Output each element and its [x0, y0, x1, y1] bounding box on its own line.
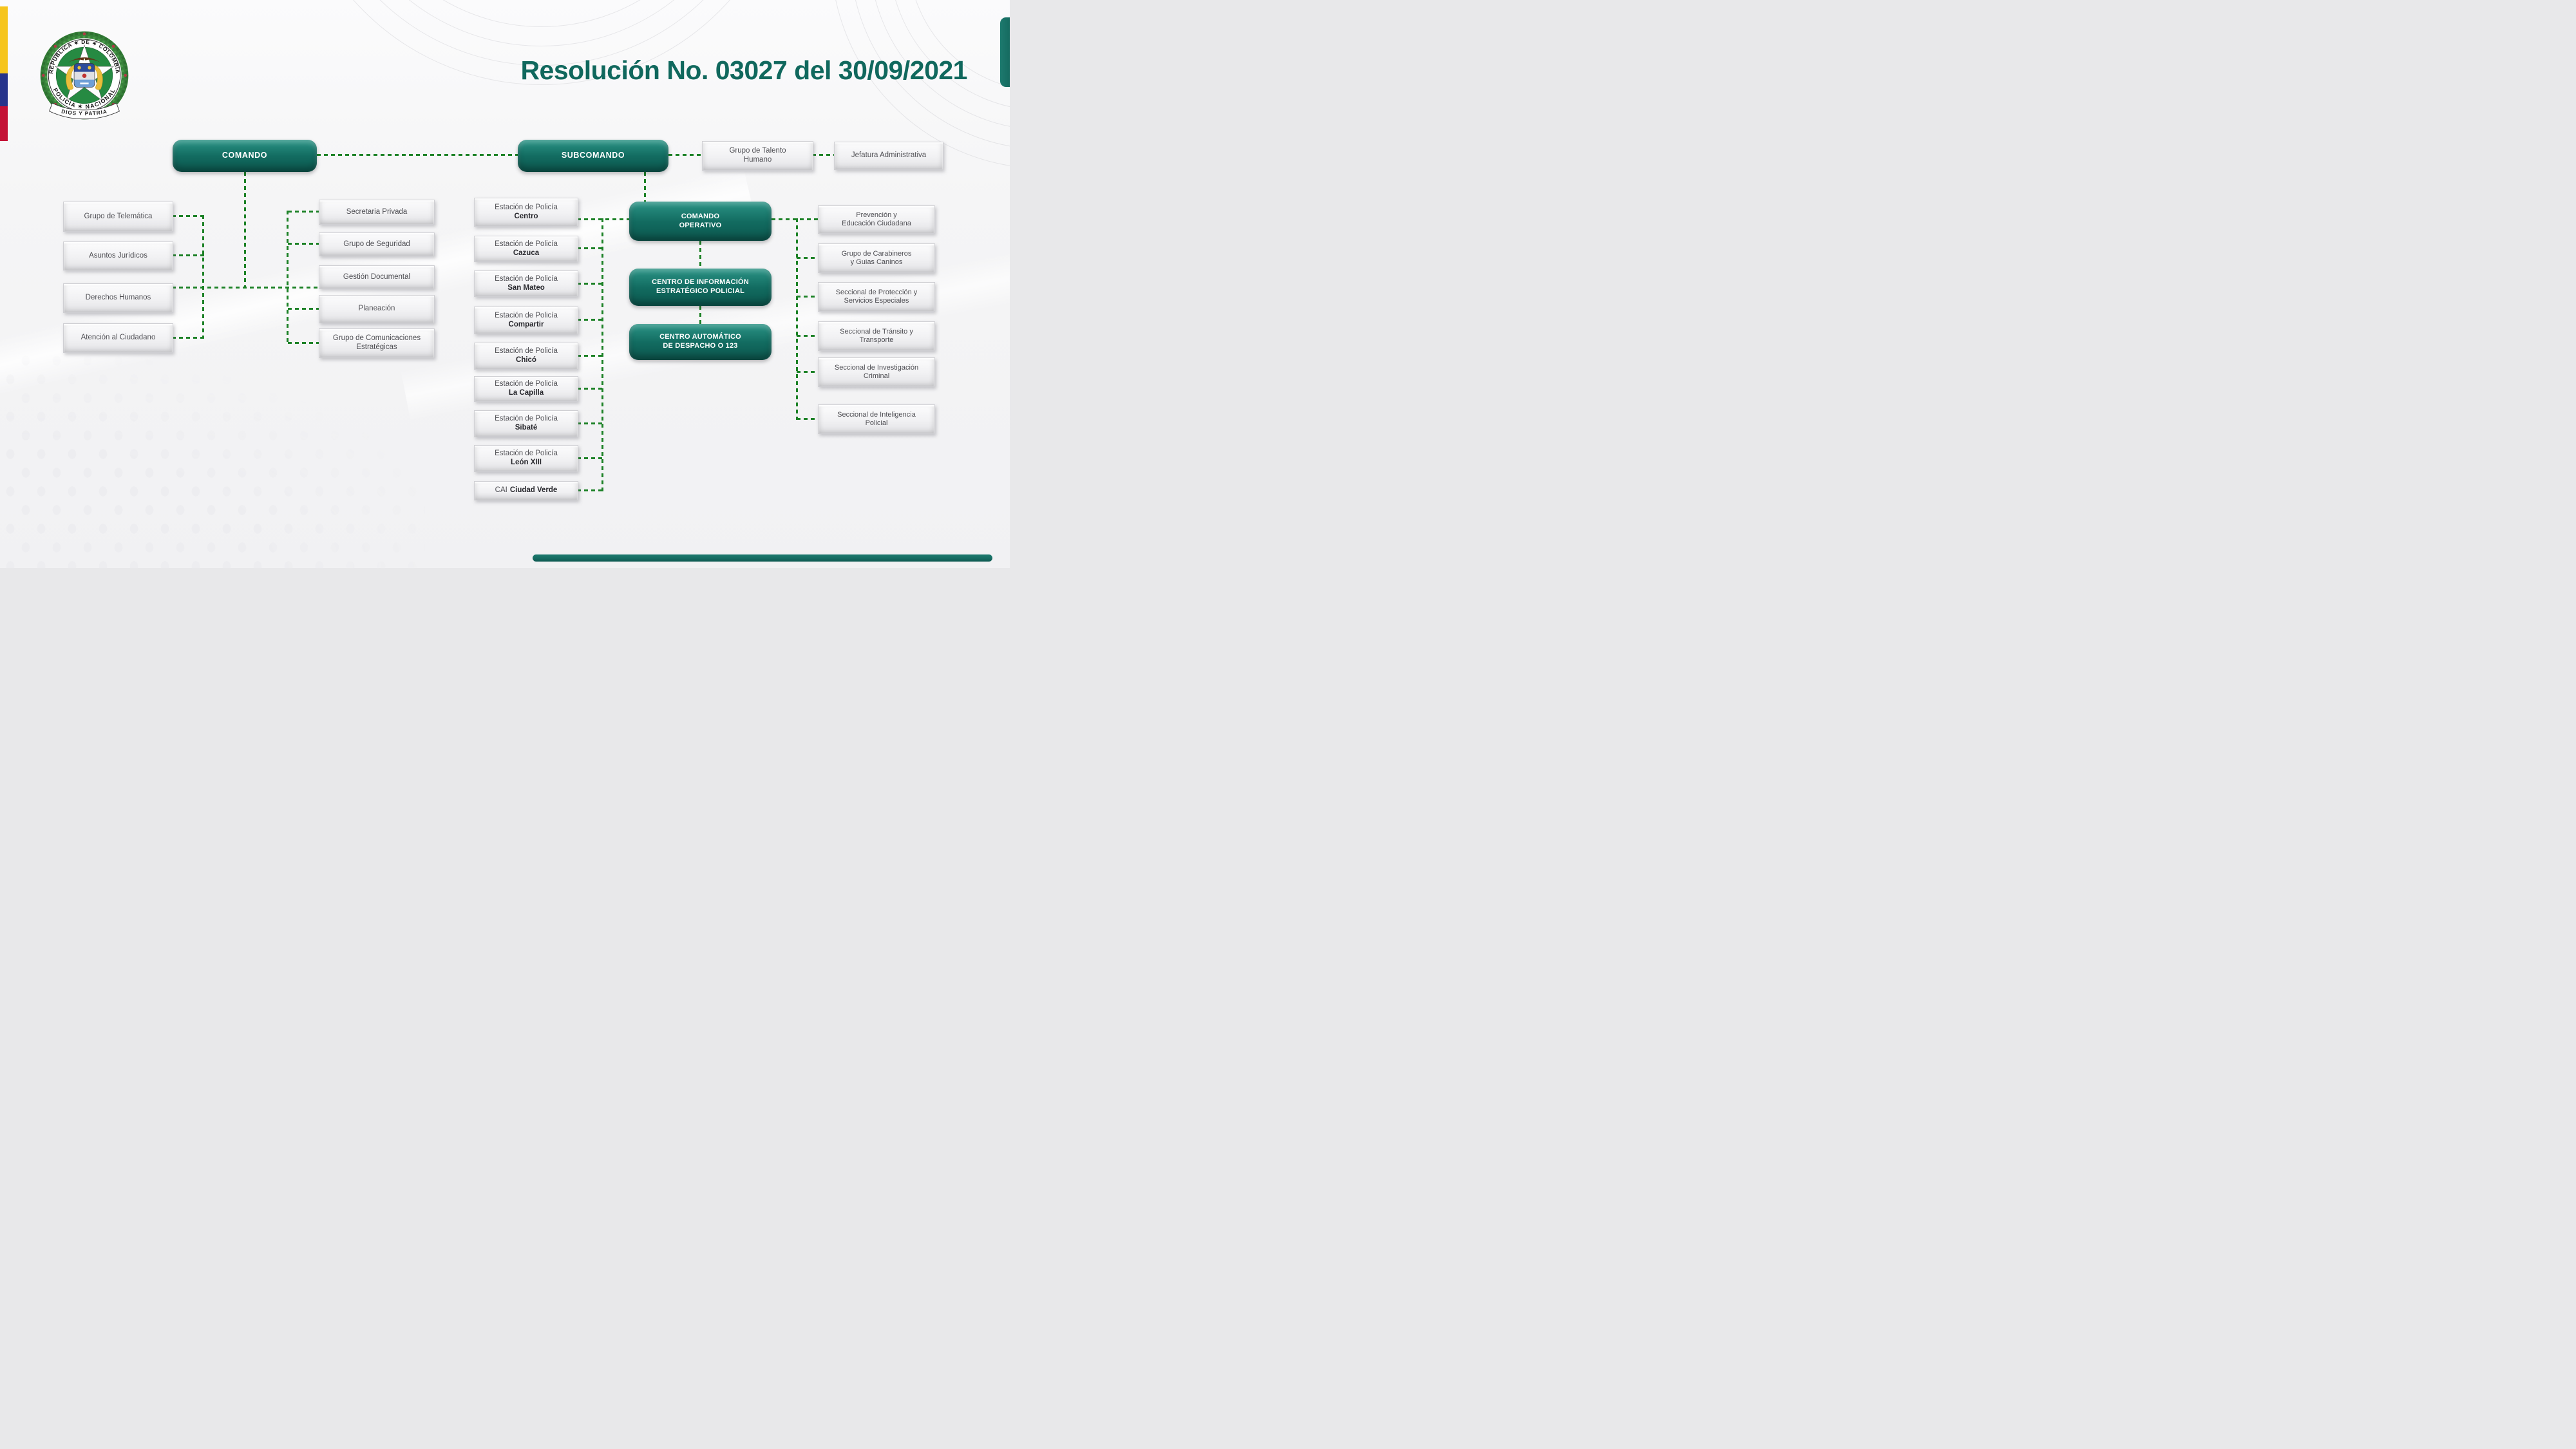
connector-mid-stub-5 — [288, 342, 319, 344]
node-cai-ciudad-verde: CAI Ciudad Verde — [474, 481, 578, 500]
connector-mid-stub-1 — [288, 211, 319, 213]
connector-cop-ciep — [699, 241, 701, 269]
connector-station-stub-4 — [577, 319, 603, 321]
police-emblem: REPÚBLICA ✶ DE ✶ COLOMBIA POLICÍA ✶ NACI… — [40, 31, 129, 120]
node-centro-despacho: CENTRO AUTOMÁTICO DE DESPACHO O 123 — [629, 324, 772, 360]
node-estacion-san-mateo: Estación de Policía San Mateo — [474, 270, 578, 297]
station-name: La Capilla — [508, 389, 544, 397]
bottom-accent-bar — [533, 554, 992, 562]
node-jefatura-administrativa: Jefatura Administrativa — [834, 142, 943, 170]
node-subcomando: SUBCOMANDO — [518, 140, 668, 172]
connector-mid-stub-4 — [288, 308, 319, 310]
drape-left-icon — [66, 64, 75, 90]
node-comando: COMANDO — [173, 140, 317, 172]
connector-right-stub-6 — [797, 418, 818, 420]
node-investigacion-criminal: Seccional de Investigación Criminal — [818, 357, 935, 387]
connector-cop-right — [772, 218, 818, 220]
station-prefix: Estación de Policía — [495, 311, 558, 319]
station-prefix: Estación de Policía — [495, 415, 558, 423]
connector-left-stub-4 — [172, 337, 204, 339]
station-name: Ciudad Verde — [509, 486, 558, 495]
connector-station-stub-7 — [577, 422, 603, 424]
node-atencion-ciudadano: Atención al Ciudadano — [63, 323, 173, 353]
station-name: Sibaté — [515, 424, 538, 431]
node-estacion-sibate: Estación de Policía Sibaté — [474, 410, 578, 437]
node-estacion-cazuca: Estación de Policía Cazuca — [474, 236, 578, 262]
connector-left-stub-1 — [172, 215, 204, 217]
node-asuntos-juridicos: Asuntos Jurídicos — [63, 242, 173, 270]
node-estacion-leon-xiii: Estación de Policía León XIII — [474, 445, 578, 472]
node-carabineros-guias: Grupo de Carabineros y Guias Caninos — [818, 243, 935, 273]
station-prefix: Estación de Policía — [495, 274, 558, 283]
connector-right-spine — [796, 218, 798, 420]
decor-dot-pattern — [0, 351, 425, 568]
node-grupo-seguridad: Grupo de Seguridad — [319, 232, 435, 256]
node-estacion-centro: Estación de Policía Centro — [474, 198, 578, 227]
connector-station-stub-5 — [577, 355, 603, 357]
svg-text:DIOS Y PATRIA: DIOS Y PATRIA — [61, 108, 108, 117]
node-estacion-la-capilla: Estación de Policía La Capilla — [474, 376, 578, 402]
connector-right-stub-2 — [797, 257, 818, 259]
station-name: Cazuca — [513, 249, 540, 257]
connector-station-stub-9 — [577, 489, 603, 491]
station-name: Compartir — [508, 320, 544, 328]
connector-ciep-cad — [699, 306, 701, 324]
node-secretaria-privada: Secretaria Privada — [319, 200, 435, 225]
connector-subcomando-down — [644, 172, 646, 202]
connector-comando-subcomando — [317, 154, 518, 156]
node-transito-transporte: Seccional de Tránsito y Transporte — [818, 321, 935, 351]
node-prevencion-educacion: Prevención y Educación Ciudadana — [818, 205, 935, 234]
node-estacion-compartir: Estación de Policía Compartir — [474, 307, 578, 334]
station-name: San Mateo — [507, 283, 545, 292]
ribbon-icon — [49, 102, 120, 120]
node-proteccion-servicios: Seccional de Protección y Servicios Espe… — [818, 282, 935, 312]
node-inteligencia-policial: Seccional de Inteligencia Policial — [818, 404, 935, 434]
station-name: Chicó — [516, 356, 536, 364]
connector-left-stub-2 — [172, 254, 204, 256]
connector-right-stub-4 — [797, 335, 818, 337]
drape-right-icon — [93, 64, 103, 90]
right-edge-tab — [1000, 17, 1010, 87]
station-prefix: Estación de Policía — [495, 450, 558, 458]
connector-station-stub-8 — [577, 457, 603, 459]
slide-canvas: REPÚBLICA ✶ DE ✶ COLOMBIA POLICÍA ✶ NACI… — [0, 0, 1010, 568]
node-gestion-documental: Gestión Documental — [319, 265, 435, 289]
emblem-ribbon-text: DIOS Y PATRIA — [61, 108, 108, 117]
condor-icon — [68, 57, 101, 63]
node-talento-humano: Grupo de Talento Humano — [702, 141, 813, 171]
connector-station-stub-6 — [577, 388, 603, 390]
station-prefix: Estación de Policía — [495, 240, 558, 248]
connector-right-stub-3 — [797, 296, 818, 298]
connector-mid-stub-2 — [288, 243, 319, 245]
connector-left-spine — [202, 215, 204, 339]
connector-comando-down — [244, 172, 246, 288]
station-prefix: Estación de Policía — [495, 203, 558, 211]
node-planeacion: Planeación — [319, 295, 435, 323]
connector-station-stub-3 — [577, 283, 603, 285]
connector-middle-spine — [287, 211, 289, 344]
flag-blue-band — [0, 73, 8, 106]
shield-icon — [74, 63, 95, 88]
connector-talento-jefatura — [812, 154, 834, 156]
station-prefix: CAI — [495, 486, 507, 495]
node-derechos-humanos: Derechos Humanos — [63, 283, 173, 313]
connector-station-stub-2 — [577, 247, 603, 249]
station-name: León XIII — [511, 459, 542, 466]
node-grupo-telematica: Grupo de Telemática — [63, 202, 173, 232]
node-comando-operativo: COMANDO OPERATIVO — [629, 202, 772, 241]
station-prefix: Estación de Policía — [495, 347, 558, 355]
connector-subcomando-talento — [668, 154, 702, 156]
flag-yellow-band — [0, 6, 8, 73]
connector-right-stub-5 — [797, 371, 818, 373]
node-centro-informacion: CENTRO DE INFORMACIÓN ESTRATÉGICO POLICI… — [629, 269, 772, 306]
flag-red-band — [0, 106, 8, 141]
station-prefix: Estación de Policía — [495, 380, 558, 388]
node-estacion-chico: Estación de Policía Chicó — [474, 343, 578, 370]
page-title: Resolución No. 03027 del 30/09/2021 — [520, 55, 967, 85]
connector-main-left — [172, 287, 319, 289]
node-comunicaciones-estrategicas: Grupo de Comunicaciones Estratégicas — [319, 328, 435, 358]
station-name: Centro — [514, 212, 538, 220]
